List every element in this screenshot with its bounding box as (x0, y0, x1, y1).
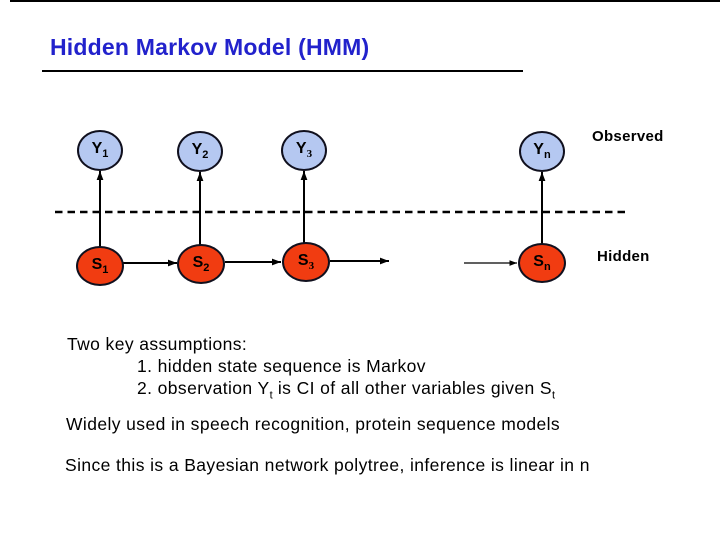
assumptions-heading: Two key assumptions: (67, 334, 248, 354)
hidden-row-label: Hidden (597, 248, 650, 265)
node-y1: Y1 (77, 130, 123, 171)
inference-line: Since this is a Bayesian network polytre… (65, 455, 590, 475)
applications-line: Widely used in speech recognition, prote… (66, 414, 561, 434)
title-underline (42, 70, 523, 72)
node-y2: Y2 (177, 131, 223, 172)
node-y2-label: Y2 (191, 141, 209, 162)
node-y1-label: Y1 (91, 140, 109, 161)
top-border-line (10, 0, 720, 2)
node-s1-label: S1 (91, 255, 109, 277)
node-y3-label: Y3 (295, 140, 313, 161)
node-s3-label: S3 (297, 251, 315, 273)
page-title: Hidden Markov Model (HMM) (50, 34, 370, 60)
node-s1: S1 (76, 246, 124, 286)
node-sn: Sn (518, 243, 566, 283)
assumption-1: 1. hidden state sequence is Markov (137, 356, 426, 376)
node-sn-label: Sn (533, 252, 551, 274)
node-yn: Yn (519, 131, 565, 172)
node-y3: Y3 (281, 130, 327, 171)
node-yn-label: Yn (533, 141, 551, 162)
node-s3: S3 (282, 242, 330, 282)
node-s2: S2 (177, 244, 225, 284)
assumption-2: 2. observation Yt is CI of all other var… (137, 378, 556, 402)
observed-row-label: Observed (592, 128, 664, 145)
node-s2-label: S2 (192, 253, 210, 275)
